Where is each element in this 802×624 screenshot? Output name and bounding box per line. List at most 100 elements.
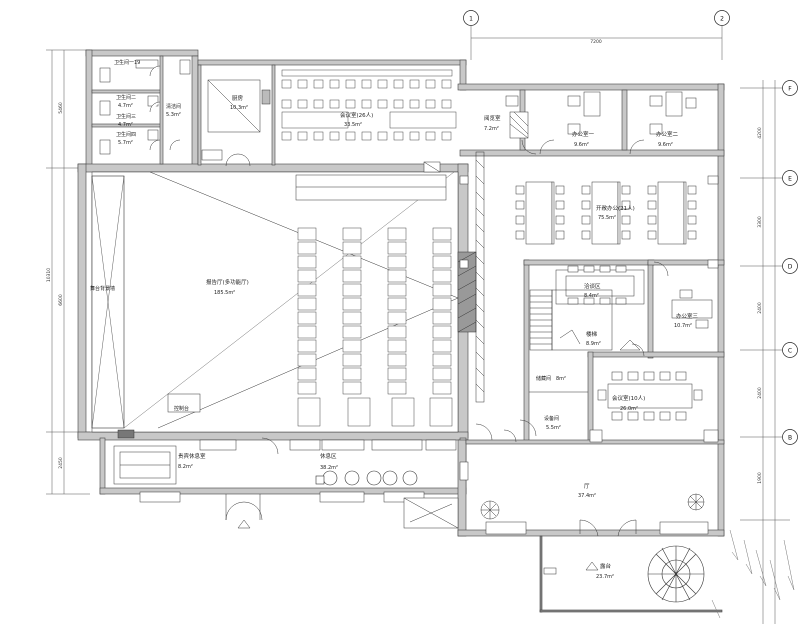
- chair: [441, 79, 452, 89]
- lobby-fixtures: [485, 519, 709, 537]
- hall-seat: [432, 311, 452, 325]
- chair: [555, 230, 565, 240]
- chair: [581, 185, 591, 195]
- room-name: 清洁间: [166, 103, 181, 110]
- chair: [329, 131, 340, 141]
- column: [459, 259, 469, 269]
- hall-seat: [342, 325, 362, 339]
- chair: [675, 371, 687, 381]
- terrace-planter: [647, 545, 705, 603]
- toilets-block: [99, 59, 161, 155]
- hall-seat: [297, 311, 317, 325]
- chair: [393, 79, 404, 89]
- stair-flights: [529, 289, 645, 357]
- chair: [659, 371, 671, 381]
- hall-seat: [342, 339, 362, 353]
- chair: [515, 185, 525, 195]
- room-area: 185.5m²: [214, 290, 235, 296]
- chair: [361, 131, 372, 141]
- room-name: 卫生间四: [116, 131, 136, 138]
- hall-seat-block: [391, 397, 415, 427]
- chair: [687, 230, 697, 240]
- hall-seat: [297, 325, 317, 339]
- room-area: 8.4m²: [584, 293, 599, 299]
- office-1-furniture: [539, 91, 601, 155]
- room-name: 阅览室: [484, 114, 501, 122]
- hall-seat: [342, 297, 362, 311]
- office-3-furniture: [653, 261, 713, 329]
- hall-seat-block: [297, 397, 321, 427]
- room-name: 会议室(10人): [612, 394, 645, 402]
- desk-divider: [683, 181, 687, 245]
- hall-tables: [167, 161, 447, 413]
- room-area: 4.7m²: [118, 122, 133, 128]
- hall-seat: [297, 297, 317, 311]
- chair: [621, 215, 631, 225]
- dimension-lines: [46, 26, 790, 624]
- chair: [627, 411, 639, 421]
- chair: [377, 99, 388, 109]
- hall-seat: [342, 367, 362, 381]
- dim-left-a: 5460: [58, 102, 64, 114]
- grid-axis-label: F: [788, 86, 792, 93]
- chair: [297, 99, 308, 109]
- chair: [313, 79, 324, 89]
- chair: [361, 79, 372, 89]
- lounge-chair: [402, 470, 418, 486]
- chair: [555, 215, 565, 225]
- hall-seat: [432, 367, 452, 381]
- chair: [515, 200, 525, 210]
- chair: [377, 79, 388, 89]
- room-area: 9.6m²: [658, 142, 673, 148]
- chair: [393, 99, 404, 109]
- room-name: 报告厅(多功能厅): [206, 278, 249, 286]
- grid-axis-label: D: [788, 264, 793, 271]
- meeting-table: [281, 111, 349, 129]
- chair: [281, 99, 292, 109]
- meeting-room-10-furniture: [597, 371, 703, 421]
- chair: [581, 215, 591, 225]
- chair: [611, 371, 623, 381]
- lounge-chair: [344, 470, 360, 486]
- room-name: 办公室二: [656, 130, 679, 138]
- console-block: [117, 429, 135, 439]
- meeting-table: [389, 111, 457, 129]
- chair: [345, 131, 356, 141]
- chair: [693, 389, 703, 401]
- partition-column-strip: [475, 151, 485, 403]
- room-name: 露台: [600, 562, 612, 570]
- room-area: 5.5m²: [546, 425, 561, 431]
- hall-seat: [342, 269, 362, 283]
- chair: [425, 79, 436, 89]
- room-labels: 卫生间一19 卫生间二 4.7m² 卫生间三 4.7m² 卫生间四 5.7m² …: [90, 59, 699, 580]
- chair: [621, 230, 631, 240]
- chair: [627, 371, 639, 381]
- chair: [643, 411, 655, 421]
- chair: [643, 371, 655, 381]
- chair: [441, 131, 452, 141]
- hall-seat: [297, 227, 317, 241]
- chair: [647, 230, 657, 240]
- waiting-area-furniture: [555, 265, 645, 305]
- hall-seat: [297, 381, 317, 395]
- chair: [329, 79, 340, 89]
- grid-axis-b: B: [782, 429, 798, 445]
- chair: [345, 99, 356, 109]
- grid-axis-label: B: [788, 435, 792, 442]
- plant-icon: [687, 493, 705, 511]
- chair: [281, 79, 292, 89]
- room-name: 贵宾休息室: [178, 452, 206, 460]
- room-name: 开敞办公(21人): [596, 204, 635, 212]
- store-equip-doors: [475, 391, 719, 443]
- room-area: 23.7m²: [596, 574, 614, 580]
- office-2-furniture: [629, 91, 697, 155]
- room-area: 38.2m²: [320, 465, 338, 471]
- chair: [313, 99, 324, 109]
- hall-seat: [342, 283, 362, 297]
- chair: [555, 185, 565, 195]
- chair: [621, 200, 631, 210]
- chair: [675, 411, 687, 421]
- chair: [393, 131, 404, 141]
- chair: [687, 200, 697, 210]
